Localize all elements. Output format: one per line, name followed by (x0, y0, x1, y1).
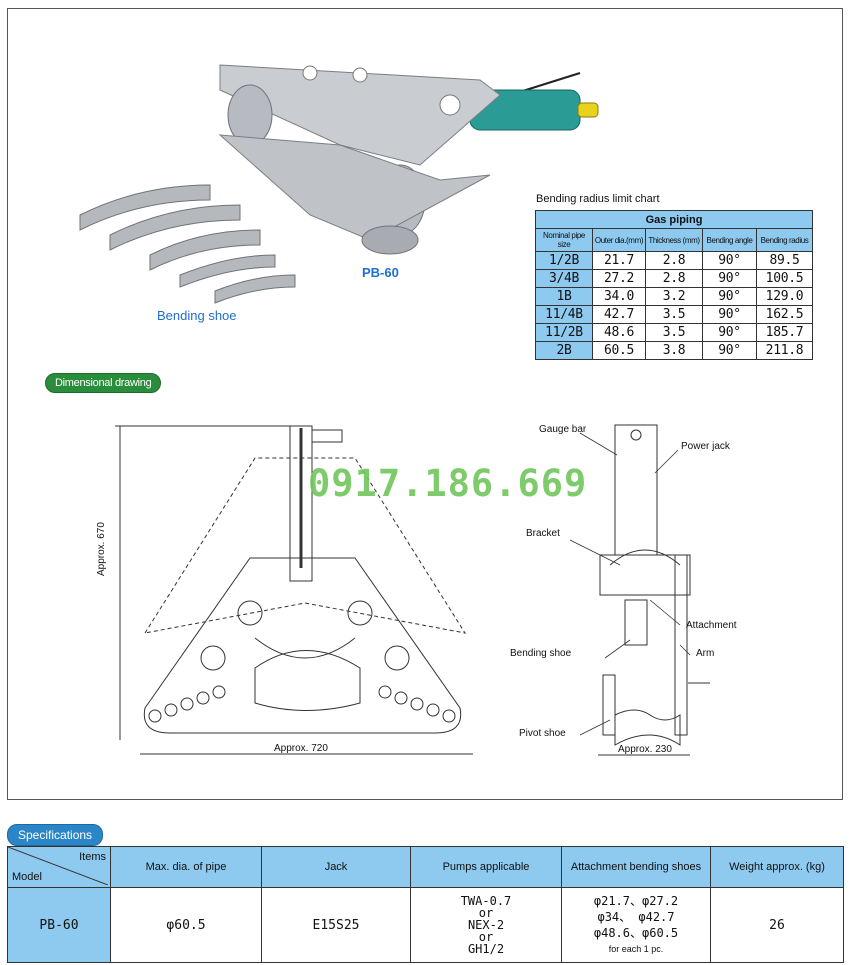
part-label-arm: Arm (696, 648, 715, 659)
cell: 3.8 (645, 341, 703, 360)
bending-shoe-caption: Bending shoe (157, 308, 237, 323)
cell: 90° (702, 251, 757, 270)
specifications-table: Items Model Max. dia. of pipe Jack Pumps… (7, 846, 844, 963)
cell: 89.5 (756, 251, 813, 270)
cell: 2B (535, 341, 593, 360)
height-dimension-label: Approx. 670 (96, 522, 107, 576)
cell: 185.7 (756, 323, 813, 342)
cell: 90° (702, 341, 757, 360)
cell: 90° (702, 323, 757, 342)
items-model-header: Items Model (7, 846, 111, 888)
cell: 90° (702, 305, 757, 324)
cell: 21.7 (592, 251, 646, 270)
cell: 11/4B (535, 305, 593, 324)
diagonal-divider (8, 847, 108, 885)
weight-cell: 26 (710, 887, 844, 963)
col-header: Attachment bending shoes (561, 846, 711, 888)
cell: 3.5 (645, 305, 703, 324)
col-header: Jack (261, 846, 411, 888)
pipe-bender-illustration (79, 64, 599, 304)
col-header: Pumps applicable (410, 846, 562, 888)
shoe-line: φ48.6、φ60.5 (593, 926, 679, 940)
cell: 3/4B (535, 269, 593, 288)
part-label-bending-shoe: Bending shoe (510, 648, 572, 659)
table-row: 1/2B 21.7 2.8 90° 89.5 (535, 251, 813, 270)
col-header: Nominal pipe size (535, 228, 593, 252)
cell: 211.8 (756, 341, 813, 360)
col-header: Max. dia. of pipe (110, 846, 262, 888)
pump-line: TWA-0.7 (460, 894, 512, 908)
cell: 1B (535, 287, 593, 306)
col-header: Outer dia.(mm) (592, 228, 646, 252)
table-row: PB-60 φ60.5 E15S25 TWA-0.7 or NEX-2 or G… (7, 887, 844, 963)
cell: 90° (702, 269, 757, 288)
cell: 3.5 (645, 323, 703, 342)
pumps-cell: TWA-0.7 or NEX-2 or GH1/2 (410, 887, 562, 963)
radius-group-header: Gas piping (535, 210, 813, 229)
jack-cell: E15S25 (261, 887, 411, 963)
front-view-drawing (115, 425, 473, 755)
col-header: Thickness (mm) (645, 228, 703, 252)
table-row: 1B 34.0 3.2 90° 129.0 (535, 287, 813, 306)
cell: 48.6 (592, 323, 646, 342)
side-view-drawing (569, 424, 710, 756)
cell: 162.5 (756, 305, 813, 324)
pump-line: GH1/2 (467, 942, 505, 956)
cell: 100.5 (756, 269, 813, 288)
cell: 2.8 (645, 251, 703, 270)
shoe-line: φ21.7、φ27.2 (593, 894, 679, 908)
pump-line: or (478, 930, 494, 944)
part-label-gauge-bar: Gauge bar (539, 424, 587, 435)
specifications-badge: Specifications (7, 824, 104, 846)
max-dia-cell: φ60.5 (110, 887, 262, 963)
col-header: Weight approx. (kg) (710, 846, 844, 888)
col-header: Bending radius (756, 228, 813, 252)
model-cell: PB-60 (7, 887, 111, 963)
table-row: 11/2B 48.6 3.5 90° 185.7 (535, 323, 813, 342)
radius-chart-table: Gas piping Nominal pipe size Outer dia.(… (535, 210, 813, 360)
side-width-dimension-label: Approx. 230 (618, 744, 672, 755)
cell: 3.2 (645, 287, 703, 306)
items-label: Items (79, 851, 106, 863)
model-caption: PB-60 (362, 265, 399, 280)
table-row: 11/4B 42.7 3.5 90° 162.5 (535, 305, 813, 324)
shoe-line: φ34、 φ42.7 (597, 910, 675, 924)
table-row: 2B 60.5 3.8 90° 211.8 (535, 341, 813, 360)
shoes-cell: φ21.7、φ27.2 φ34、 φ42.7 φ48.6、φ60.5 for e… (561, 887, 711, 963)
pump-line: NEX-2 (467, 918, 505, 932)
cell: 60.5 (592, 341, 646, 360)
dimensional-drawing-badge: Dimensional drawing (45, 373, 162, 393)
table-row: 3/4B 27.2 2.8 90° 100.5 (535, 269, 813, 288)
part-label-power-jack: Power jack (681, 441, 730, 452)
cell: 1/2B (535, 251, 593, 270)
cell: 90° (702, 287, 757, 306)
pump-line: or (478, 906, 494, 920)
cell: 27.2 (592, 269, 646, 288)
part-label-bracket: Bracket (526, 528, 560, 539)
cell: 42.7 (592, 305, 646, 324)
width-dimension-label: Approx. 720 (274, 743, 328, 754)
cell: 11/2B (535, 323, 593, 342)
part-label-attachment: Attachment (686, 620, 737, 631)
model-label: Model (12, 871, 42, 883)
shoe-note: for each 1 pc. (608, 944, 664, 954)
phone-watermark: 0917.186.669 (308, 462, 588, 505)
radius-chart-title: Bending radius limit chart (536, 193, 660, 205)
cell: 129.0 (756, 287, 813, 306)
cell: 2.8 (645, 269, 703, 288)
cell: 34.0 (592, 287, 646, 306)
col-header: Bending angle (702, 228, 757, 252)
part-label-pivot-shoe: Pivot shoe (519, 728, 566, 739)
